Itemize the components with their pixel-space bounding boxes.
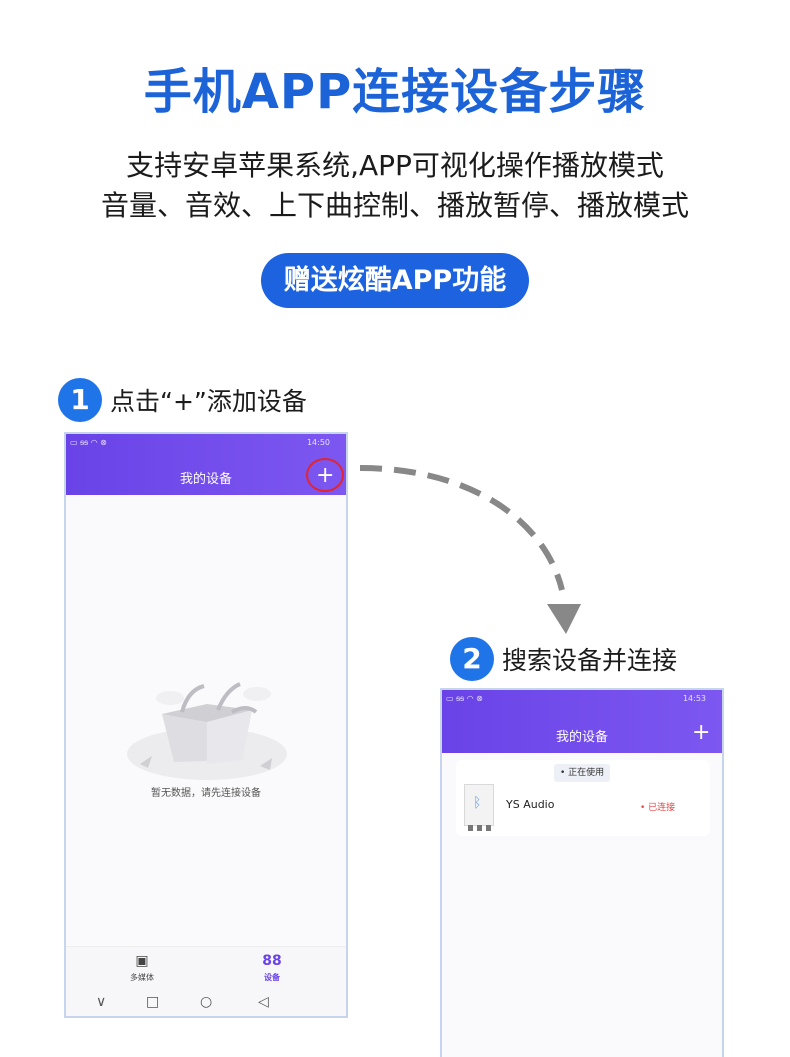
subtitle-line-2: 音量、音效、上下曲控制、播放暂停、播放模式 [100, 189, 689, 222]
status-bar: ▭ ᵴᵴ ◠ ⊗ 14:50 [66, 434, 346, 452]
phone-screenshot-2: ▭ ᵴᵴ ◠ ⊗ 14:53 我的设备 + • 正在使用 ᛒ YS Audio … [440, 688, 724, 1057]
tab-media[interactable]: ▣ 多媒体 [112, 953, 172, 983]
tab-bar: ▣ 多媒体 88 设备 [66, 946, 346, 988]
tab-media-label: 多媒体 [130, 973, 154, 982]
step-1-number: 1 [58, 378, 102, 422]
status-bar: ▭ ᵴᵴ ◠ ⊗ 14:53 [442, 690, 722, 708]
step-1: 1 点击“+”添加设备 [58, 378, 307, 422]
in-use-tag: • 正在使用 [554, 764, 611, 782]
connection-status: • 已连接 [640, 803, 676, 813]
device-feet [468, 825, 492, 831]
status-time: 14:50 [306, 438, 330, 447]
nav-recents-icon[interactable]: □ [146, 994, 160, 1010]
header-title: 我的设备 [179, 472, 232, 487]
grid-icon: 88 [262, 953, 282, 969]
status-time: 14:53 [682, 694, 706, 703]
phone-screenshot-1: ▭ ᵴᵴ ◠ ⊗ 14:50 我的设备 + 暂无数据，请先连接设备 ▣ 多媒体 … [64, 432, 348, 1018]
subtitle-line-1: 支持安卓苹果系统,APP可视化操作播放模式 [126, 149, 664, 182]
tab-device-label: 设备 [264, 973, 280, 982]
bluetooth-icon: ᛒ [473, 795, 482, 811]
page-title: 手机APP连接设备步骤 [143, 64, 647, 120]
nav-home-icon[interactable]: ○ [200, 994, 213, 1010]
header-title: 我的设备 [555, 730, 608, 745]
play-icon: ▣ [135, 953, 149, 969]
nav-back-icon[interactable]: ◁ [258, 994, 269, 1010]
empty-state-message: 暂无数据，请先连接设备 [151, 788, 261, 799]
device-name: YS Audio [506, 798, 555, 811]
system-navbar: ∨ □ ○ ◁ [66, 988, 346, 1016]
step-2-number: 2 [450, 637, 494, 681]
device-card[interactable]: • 正在使用 ᛒ YS Audio • 已连接 [456, 760, 710, 836]
feature-badge: 赠送炫酷APP功能 [261, 253, 529, 308]
step-2: 2 搜索设备并连接 [450, 637, 677, 681]
arrow-head [547, 604, 581, 634]
step-2-label: 搜索设备并连接 [502, 646, 678, 675]
app-header: ▭ ᵴᵴ ◠ ⊗ 14:53 我的设备 + [442, 690, 722, 753]
highlight-circle [306, 458, 344, 492]
add-device-button[interactable]: + [692, 720, 711, 745]
empty-box-illustration [127, 682, 287, 780]
tab-device[interactable]: 88 设备 [242, 953, 302, 983]
app-header: ▭ ᵴᵴ ◠ ⊗ 14:50 我的设备 + [66, 434, 346, 495]
status-icons-left: ▭ ᵴᵴ ◠ ⊗ [446, 694, 483, 703]
step-1-label: 点击“+”添加设备 [110, 387, 307, 416]
status-icons-left: ▭ ᵴᵴ ◠ ⊗ [70, 438, 107, 447]
nav-collapse-icon[interactable]: ∨ [96, 994, 107, 1010]
device-thumbnail: ᛒ [464, 784, 494, 831]
